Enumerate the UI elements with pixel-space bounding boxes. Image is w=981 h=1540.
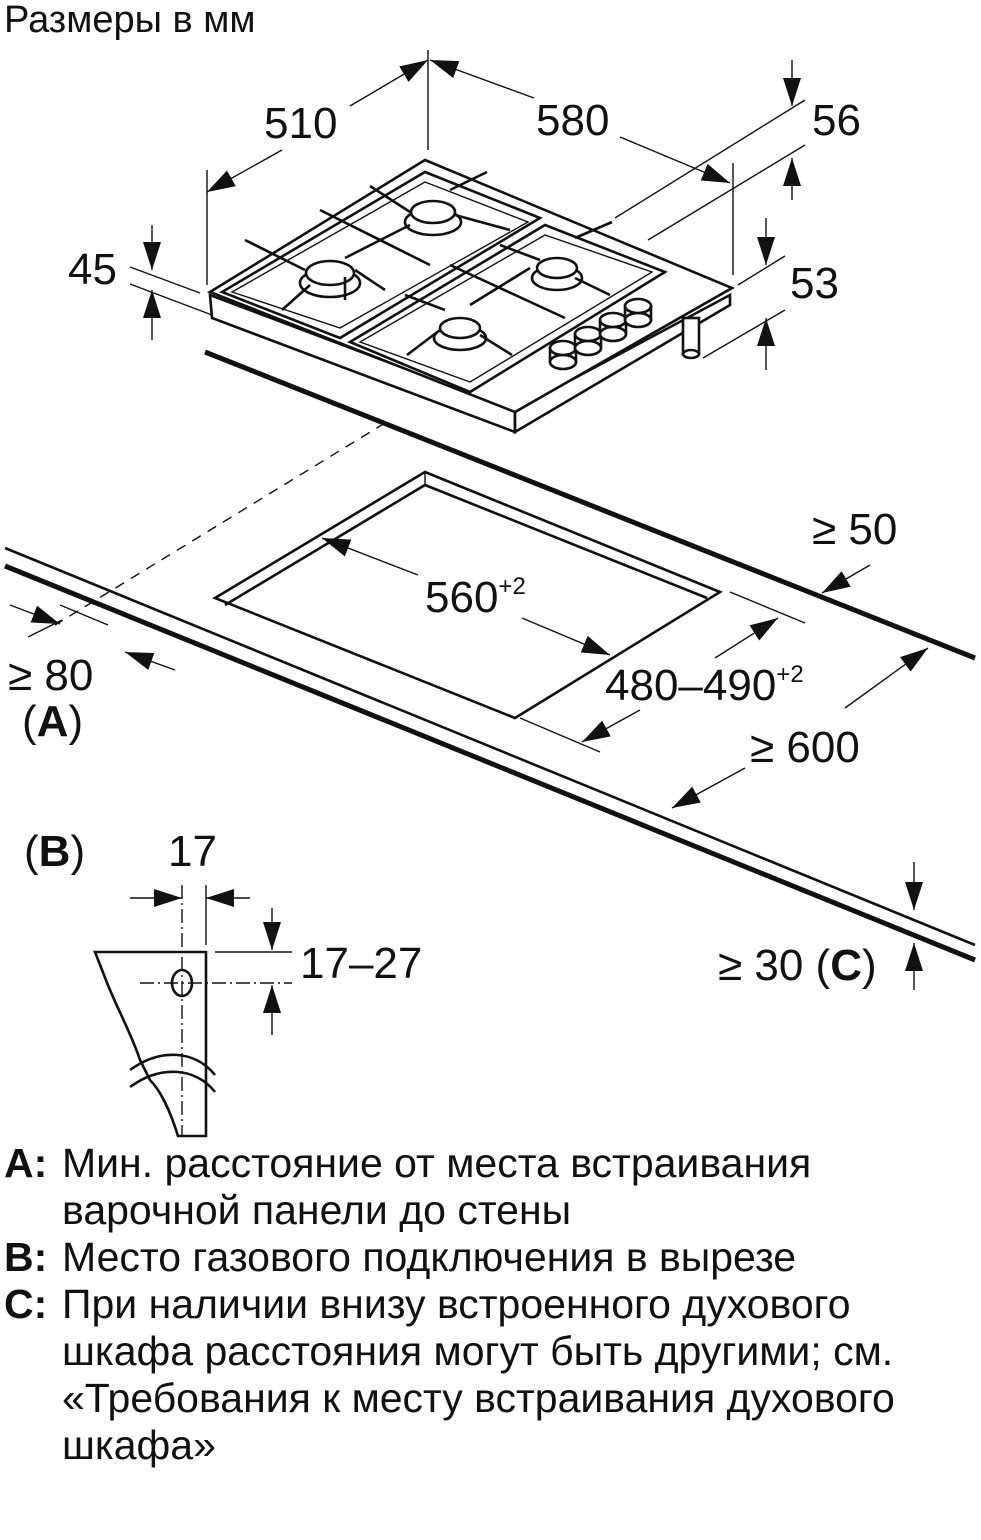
dim-gas-offset: 17 <box>168 827 217 876</box>
legend-key: B: <box>4 1234 48 1280</box>
installation-drawing: Размеры в мм <box>4 0 976 1138</box>
cutout-dimension-lines <box>9 537 929 990</box>
dim-cutout-width: 560+2 <box>425 573 526 622</box>
legend-text: Место газового подключения в вырезе <box>62 1234 797 1280</box>
worktop <box>4 422 976 963</box>
dim-body-height-53: 53 <box>790 259 839 308</box>
dim-worktop-depth: ≥ 600 <box>750 723 860 772</box>
legend-text: Мин. расстояние от места встраивания вар… <box>62 1140 812 1233</box>
ref-b-label: (B) <box>24 827 85 876</box>
dim-width-580: 580 <box>536 96 609 145</box>
legend-key: A: <box>4 1140 48 1186</box>
legend-text: При наличии внизу встроенного духового ш… <box>62 1281 895 1468</box>
dim-rear-clearance: ≥ 50 <box>812 505 897 554</box>
control-knobs <box>548 297 653 371</box>
ref-a-label: (A) <box>22 697 83 746</box>
page-title: Размеры в мм <box>4 0 255 41</box>
dim-cutout-depth: 480–490+2 <box>605 661 804 710</box>
burner-rear-right <box>403 199 463 237</box>
burner-front-right <box>530 256 584 292</box>
cutout-outline <box>212 470 723 720</box>
pan-supports <box>244 170 613 357</box>
legend-item-a: A: Мин. расстояние от места встраивания … <box>4 1140 979 1234</box>
legend-item-b: B: Место газового подключения в вырезе <box>4 1234 979 1281</box>
dim-wall-clearance: ≥ 80 <box>8 651 93 700</box>
dim-gas-height: 17–27 <box>300 939 422 988</box>
legend: A: Мин. расстояние от места встраивания … <box>4 1140 979 1469</box>
gas-connector <box>681 316 701 360</box>
dim-left-height-45: 45 <box>68 245 117 294</box>
dim-worktop-thickness: ≥ 30 (C) <box>718 941 877 990</box>
legend-item-c: C: При наличии внизу встроенного духовог… <box>4 1281 979 1469</box>
burner-rear-left <box>298 259 362 299</box>
legend-key: C: <box>4 1281 48 1327</box>
dim-depth-510: 510 <box>264 99 337 148</box>
hob-illustration <box>207 158 735 435</box>
dim-top-height-56: 56 <box>812 96 861 145</box>
burner-front-left <box>432 316 488 352</box>
hob-dimension-lines <box>129 50 976 661</box>
gas-connection-detail <box>93 885 292 1138</box>
